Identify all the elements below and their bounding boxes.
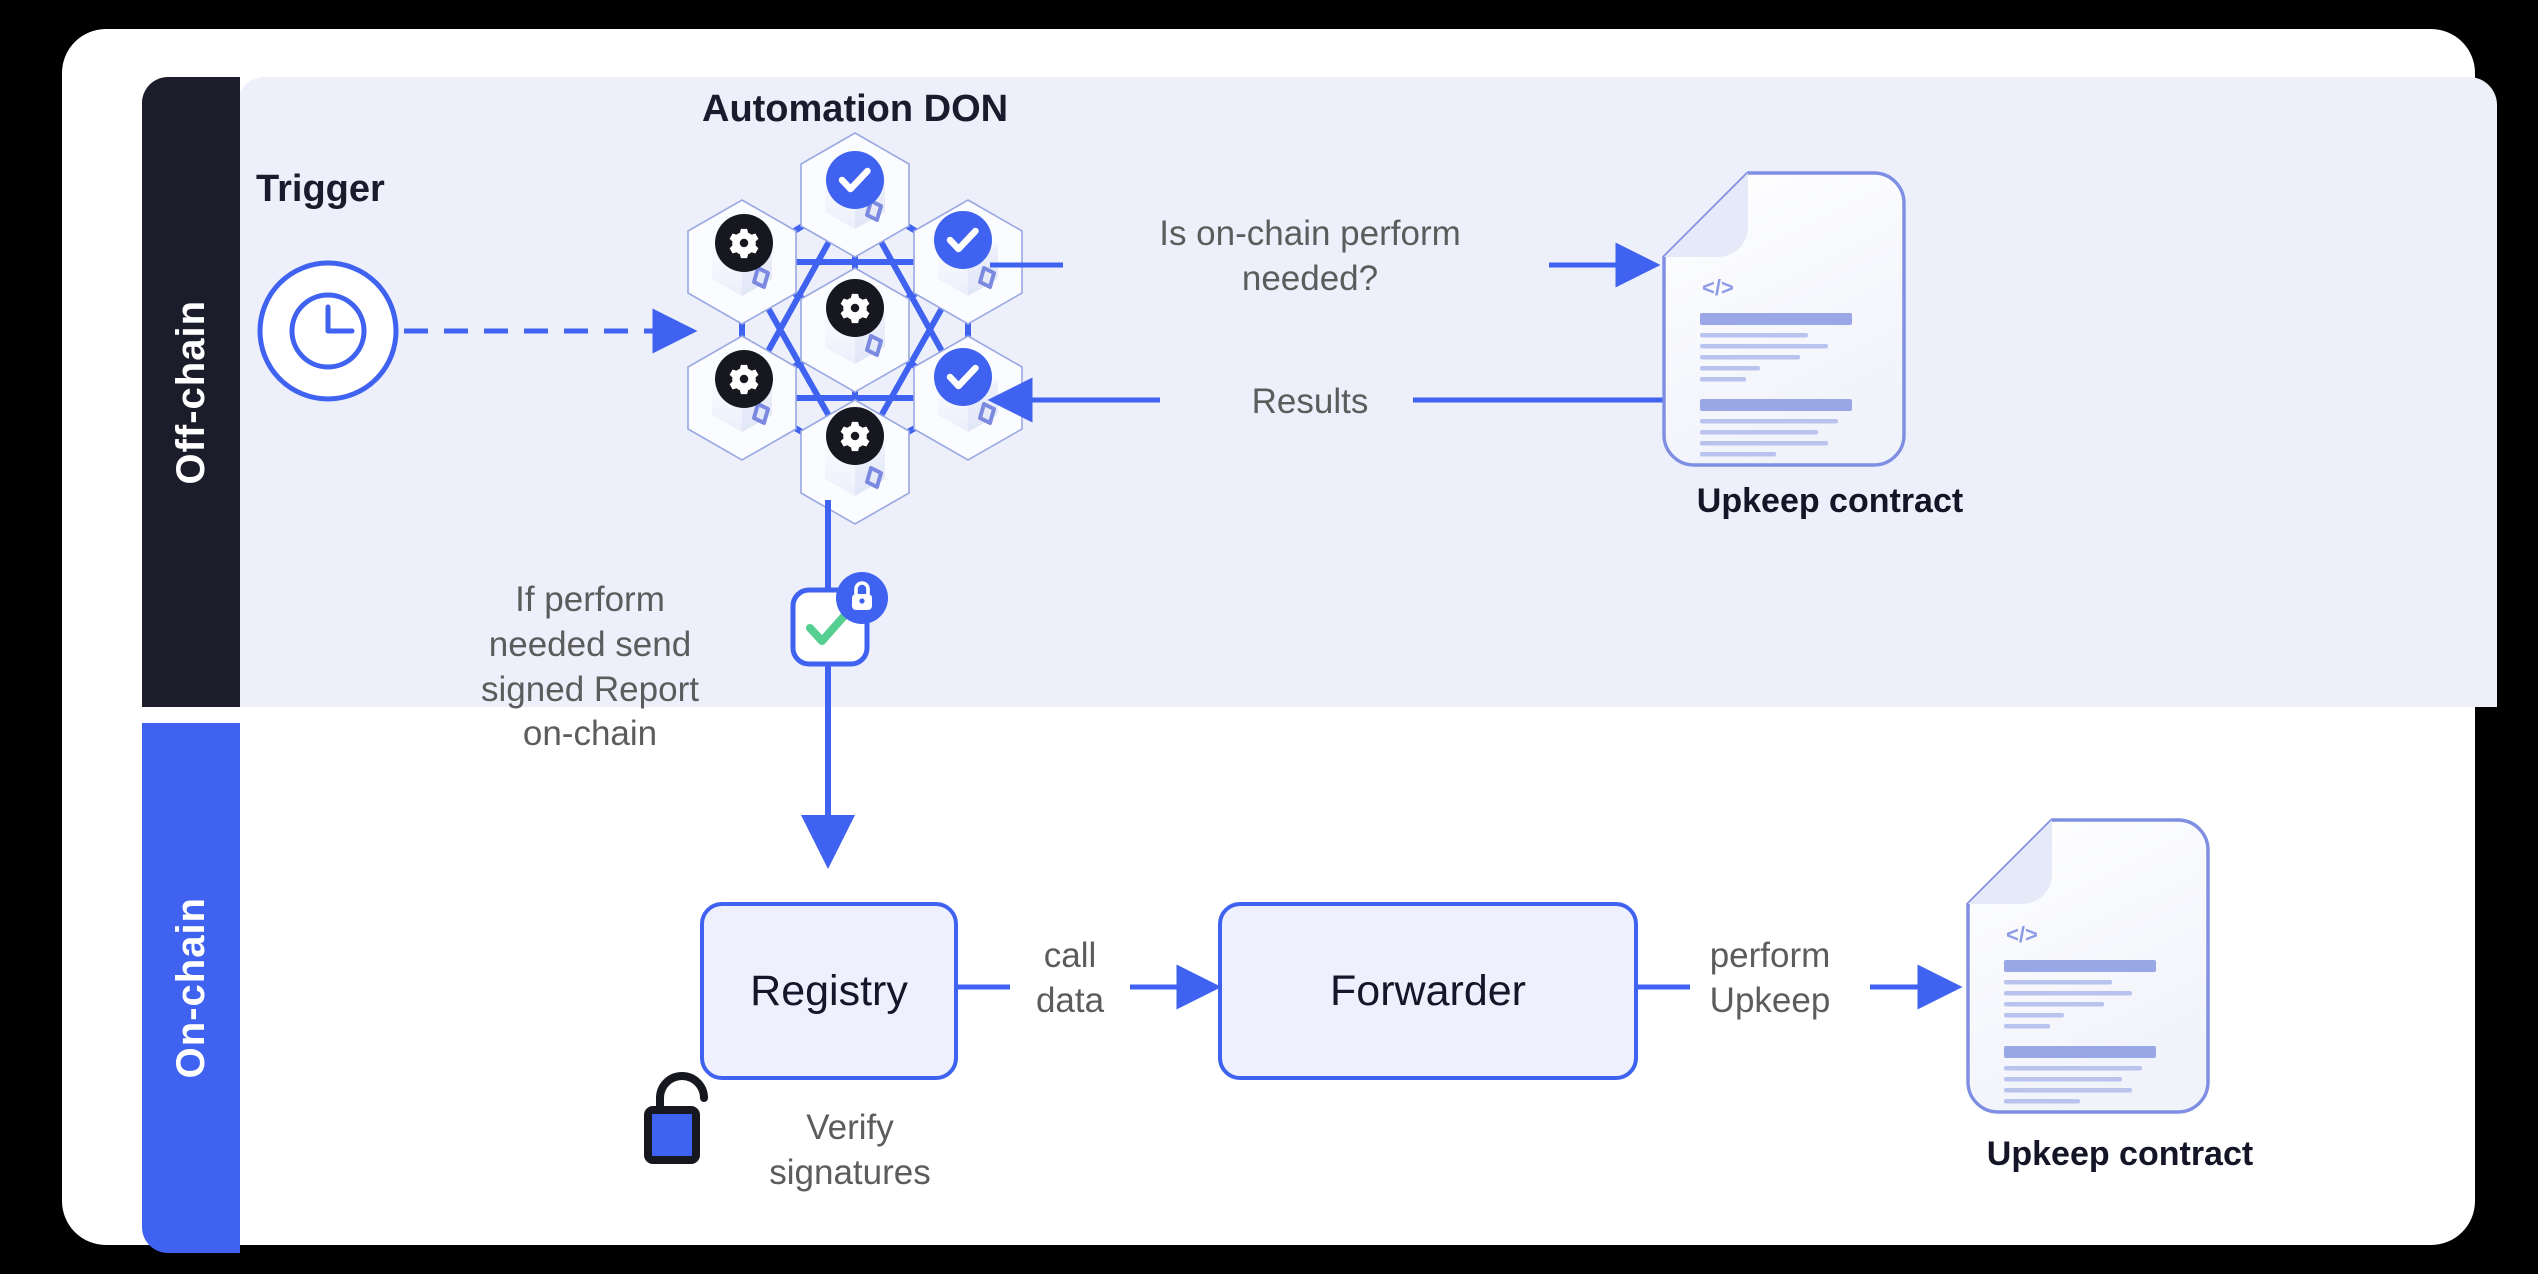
offchain-panel (237, 77, 2497, 707)
upkeep-contract-label-onchain: Upkeep contract (1986, 1135, 2254, 1173)
call-data-label: call data (1035, 936, 1105, 1020)
section-label-onchain: On-chain (142, 723, 240, 1253)
query-label: Is on-chain perform needed? (1159, 214, 1461, 298)
forwarder-box-label: Forwarder (1330, 966, 1526, 1015)
trigger-label: Trigger (256, 168, 385, 210)
results-label: Results (1251, 382, 1369, 421)
perform-upkeep-label: perform Upkeep (1709, 936, 1831, 1020)
diagram-card: Off-chain On-chain (62, 29, 2497, 1253)
registry-box[interactable]: Registry (700, 902, 958, 1080)
registry-box-label: Registry (750, 966, 908, 1015)
verify-signatures-label: Verify signatures (769, 1108, 931, 1192)
report-label: If perform needed send signed Report on-… (481, 580, 699, 754)
onchain-label-text: On-chain (168, 897, 213, 1079)
forwarder-box[interactable]: Forwarder (1218, 902, 1638, 1080)
offchain-label-text: Off-chain (168, 299, 213, 485)
section-label-offchain: Off-chain (142, 77, 240, 707)
upkeep-contract-label-offchain: Upkeep contract (1696, 482, 1964, 520)
don-title: Automation DON (702, 88, 1009, 130)
